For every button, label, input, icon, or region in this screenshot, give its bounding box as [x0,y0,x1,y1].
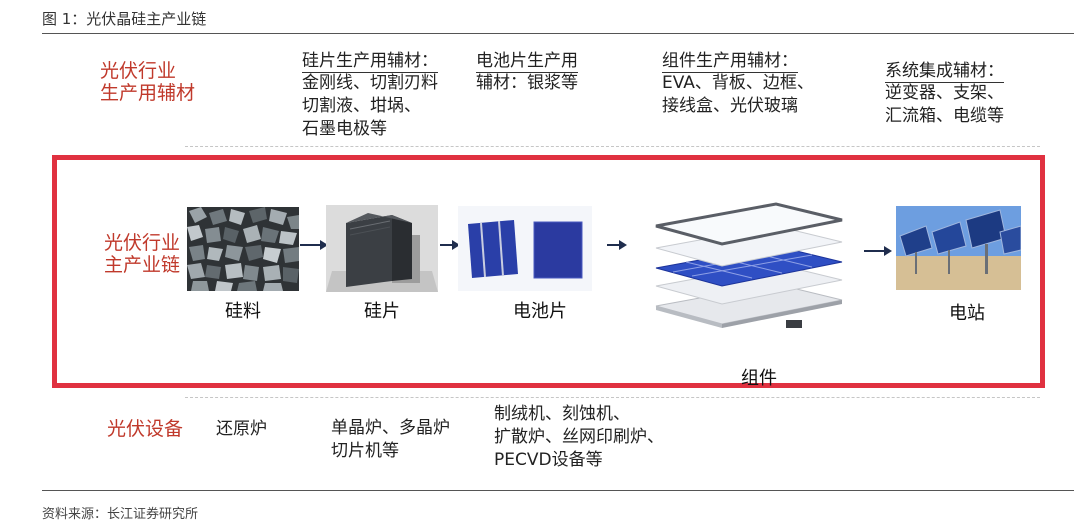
polysilicon-image [187,207,299,291]
equipment-line: 扩散炉、丝网印刷炉、 [494,427,664,447]
equipment-item-reduction: 还原炉 [216,418,267,441]
aux-row-label-line: 光伏行业 [100,60,177,82]
aux-divider [185,146,1040,147]
stage-label-module: 组件 [741,368,777,389]
aux-category-line: 辅材：银浆等 [476,73,578,93]
aux-category-line: 逆变器、支架、 [885,83,1004,103]
aux-category-head: 硅片生产用辅材： [302,51,438,73]
module-exploded-image [646,188,852,344]
solar-cell-image [458,206,592,291]
equipment-line: 还原炉 [216,419,267,439]
chain-row-label-line: 光伏行业 [104,232,181,254]
stage-label-power-station: 电站 [949,303,985,324]
wafer-image [326,205,438,292]
aux-row-label-line: 生产用辅材 [100,82,196,104]
equipment-divider [185,397,1040,398]
aux-row-label: 光伏行业 生产用辅材 [100,60,195,104]
aux-category-head: 组件生产用辅材： [662,51,798,73]
equipment-line: 切片机等 [331,441,399,461]
aux-category-head: 系统集成辅材： [885,61,1004,83]
aux-category-module: 组件生产用辅材： EVA、背板、边框、 接线盒、光伏玻璃 [662,50,814,118]
bottom-rule [42,490,1074,491]
equipment-row-label: 光伏设备 [107,418,184,440]
equipment-item-furnace: 单晶炉、多晶炉 切片机等 [331,417,450,463]
top-rule [42,33,1074,34]
source-note: 资料来源：长江证券研究所 [42,507,199,522]
equipment-item-cell-tools: 制绒机、刻蚀机、 扩散炉、丝网印刷炉、 PECVD设备等 [494,403,664,472]
stage-label-solar-cell: 电池片 [513,301,567,322]
aux-category-head: 电池片生产用 [476,51,578,73]
aux-category-line: 金刚线、切割刃料 [302,73,438,93]
equipment-line: PECVD设备等 [494,450,603,470]
arrow-4 [864,244,892,258]
chain-row-label-line: 主产业链 [104,254,181,276]
aux-category-cell: 电池片生产用 辅材：银浆等 [476,50,578,95]
arrow-1 [300,238,328,252]
stage-label-polysilicon: 硅料 [225,301,261,322]
main-chain-frame [52,155,1045,388]
equipment-line: 单晶炉、多晶炉 [331,418,450,438]
aux-category-system: 系统集成辅材： 逆变器、支架、 汇流箱、电缆等 [885,60,1004,128]
arrow-2 [440,238,460,252]
figure-title: 图 1：光伏晶硅主产业链 [42,10,207,28]
aux-category-wafer: 硅片生产用辅材： 金刚线、切割刃料 切割液、坩埚、 石墨电极等 [302,50,438,141]
equipment-line: 制绒机、刻蚀机、 [494,404,630,424]
arrow-3 [607,238,627,252]
aux-category-line: 汇流箱、电缆等 [885,106,1004,126]
power-station-image [896,206,1021,290]
aux-category-line: 切割液、坩埚、 [302,96,421,116]
stage-label-wafer: 硅片 [364,301,400,322]
aux-category-line: 石墨电极等 [302,119,387,139]
aux-category-line: EVA、背板、边框、 [662,73,814,93]
aux-category-line: 接线盒、光伏玻璃 [662,96,798,116]
chain-row-label: 光伏行业 主产业链 [104,232,180,276]
